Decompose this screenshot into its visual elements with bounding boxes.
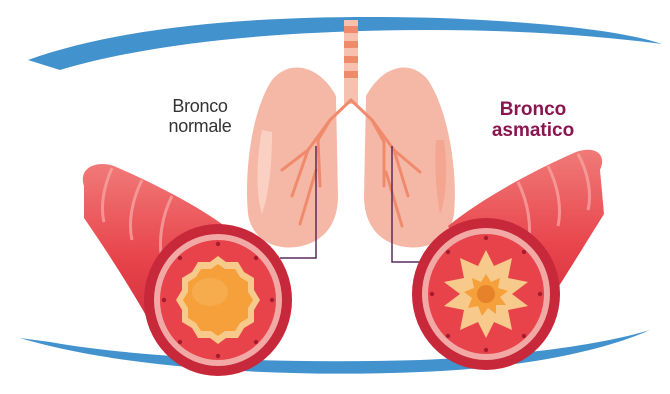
trachea bbox=[344, 20, 358, 104]
label-asthmatic-line2: asmatico bbox=[468, 120, 598, 141]
label-asthmatic-bronchus: Bronco asmatico bbox=[468, 99, 598, 142]
label-asthmatic-line1: Bronco bbox=[468, 99, 598, 120]
bottom-brush-stroke bbox=[20, 330, 650, 374]
label-normal-line1: Bronco bbox=[150, 96, 250, 116]
label-normal-bronchus: Bronco normale bbox=[150, 96, 250, 136]
label-normal-line2: normale bbox=[150, 116, 250, 136]
